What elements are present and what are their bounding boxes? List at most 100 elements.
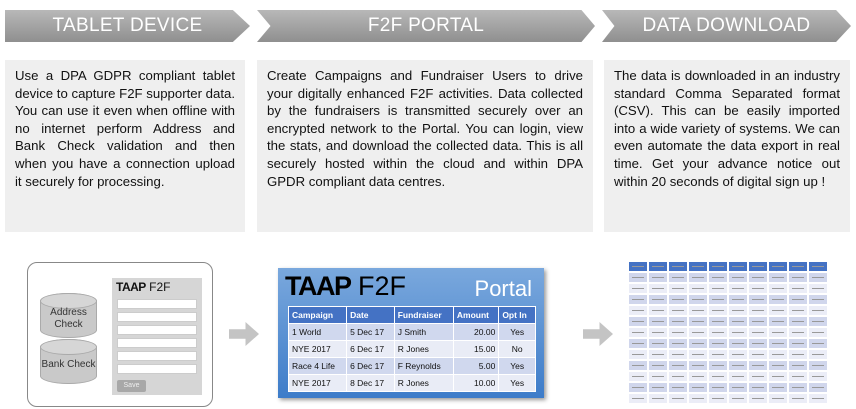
table-cell: Yes — [498, 357, 536, 375]
csv-cell — [708, 382, 728, 393]
csv-cell — [688, 382, 708, 393]
csv-cell — [708, 338, 728, 349]
form-field[interactable] — [117, 364, 197, 374]
csv-cell — [628, 338, 648, 349]
csv-cell — [668, 272, 688, 283]
csv-cell — [668, 360, 688, 371]
form-field[interactable] — [117, 351, 197, 361]
download-description: The data is downloaded in an industry st… — [604, 60, 850, 232]
table-cell: No — [498, 340, 536, 358]
csv-spreadsheet-illustration — [628, 261, 828, 404]
csv-cell — [768, 305, 788, 316]
csv-cell — [648, 327, 668, 338]
csv-cell — [808, 294, 828, 305]
csv-cell — [748, 338, 768, 349]
csv-cell — [728, 305, 748, 316]
csv-cell — [708, 327, 728, 338]
csv-header-cell — [808, 261, 828, 272]
csv-cell — [668, 305, 688, 316]
csv-cell — [788, 283, 808, 294]
col-header: Campaign — [287, 306, 348, 324]
csv-cell — [628, 349, 648, 360]
csv-cell — [808, 360, 828, 371]
tablet-logo: TAAP F2F — [116, 280, 171, 294]
csv-cell — [788, 316, 808, 327]
csv-cell — [688, 272, 708, 283]
col-header: Amount — [452, 306, 500, 324]
csv-cell — [688, 393, 708, 404]
portal-description: Create Campaigns and Fundraiser Users to… — [257, 60, 593, 232]
csv-cell — [668, 371, 688, 382]
col-header: Date — [346, 306, 395, 324]
form-field[interactable] — [117, 338, 197, 348]
csv-cell — [788, 338, 808, 349]
csv-cell — [788, 393, 808, 404]
portal-logo: TAAP F2F — [285, 271, 407, 301]
csv-cell — [688, 349, 708, 360]
csv-cell — [728, 327, 748, 338]
form-field[interactable] — [117, 299, 197, 309]
step-header-tablet: TABLET DEVICE — [5, 10, 250, 42]
csv-cell — [788, 371, 808, 382]
table-cell: 15.00 — [452, 340, 500, 358]
csv-cell — [748, 360, 768, 371]
arrow-right-icon — [229, 322, 259, 346]
csv-cell — [728, 272, 748, 283]
csv-cell — [748, 327, 768, 338]
col-header: Fundraiser — [393, 306, 454, 324]
csv-cell — [668, 338, 688, 349]
csv-cell — [808, 272, 828, 283]
csv-cell — [628, 327, 648, 338]
csv-cell — [808, 316, 828, 327]
csv-cell — [648, 272, 668, 283]
csv-cell — [788, 272, 808, 283]
csv-cell — [748, 305, 768, 316]
csv-cell — [688, 360, 708, 371]
csv-cell — [748, 371, 768, 382]
csv-cell — [808, 371, 828, 382]
csv-cell — [768, 294, 788, 305]
csv-cell — [768, 338, 788, 349]
csv-cell — [808, 349, 828, 360]
csv-cell — [708, 283, 728, 294]
tablet-illustration: Address Check Bank Check TAAP F2F Save — [27, 262, 213, 407]
csv-cell — [648, 294, 668, 305]
table-cell: J Smith — [393, 323, 454, 341]
address-check-label: Address Check — [50, 306, 87, 330]
arrow-right-icon — [583, 322, 613, 346]
csv-cell — [708, 349, 728, 360]
csv-cell — [708, 316, 728, 327]
csv-cell — [748, 272, 768, 283]
csv-cell — [628, 393, 648, 404]
csv-cell — [768, 360, 788, 371]
csv-cell — [768, 393, 788, 404]
csv-cell — [788, 349, 808, 360]
bank-check-label: Bank Check — [41, 358, 96, 370]
csv-cell — [768, 371, 788, 382]
csv-cell — [648, 283, 668, 294]
csv-cell — [708, 371, 728, 382]
step-header-portal: F2F PORTAL — [257, 10, 595, 42]
csv-header-cell — [748, 261, 768, 272]
csv-cell — [728, 316, 748, 327]
csv-cell — [728, 294, 748, 305]
portal-title: Portal — [474, 276, 532, 301]
csv-cell — [768, 349, 788, 360]
csv-cell — [668, 327, 688, 338]
save-button[interactable]: Save — [117, 380, 146, 392]
csv-cell — [688, 294, 708, 305]
col-header: Opt In — [498, 306, 536, 324]
form-field[interactable] — [117, 312, 197, 322]
csv-cell — [728, 338, 748, 349]
csv-cell — [628, 294, 648, 305]
csv-header-cell — [668, 261, 688, 272]
csv-cell — [708, 393, 728, 404]
table-cell: R Jones — [393, 340, 454, 358]
table-cell: R Jones — [393, 374, 454, 392]
csv-cell — [668, 283, 688, 294]
csv-header-cell — [728, 261, 748, 272]
tablet-form: TAAP F2F Save — [112, 278, 202, 395]
form-field[interactable] — [117, 325, 197, 335]
csv-cell — [788, 305, 808, 316]
